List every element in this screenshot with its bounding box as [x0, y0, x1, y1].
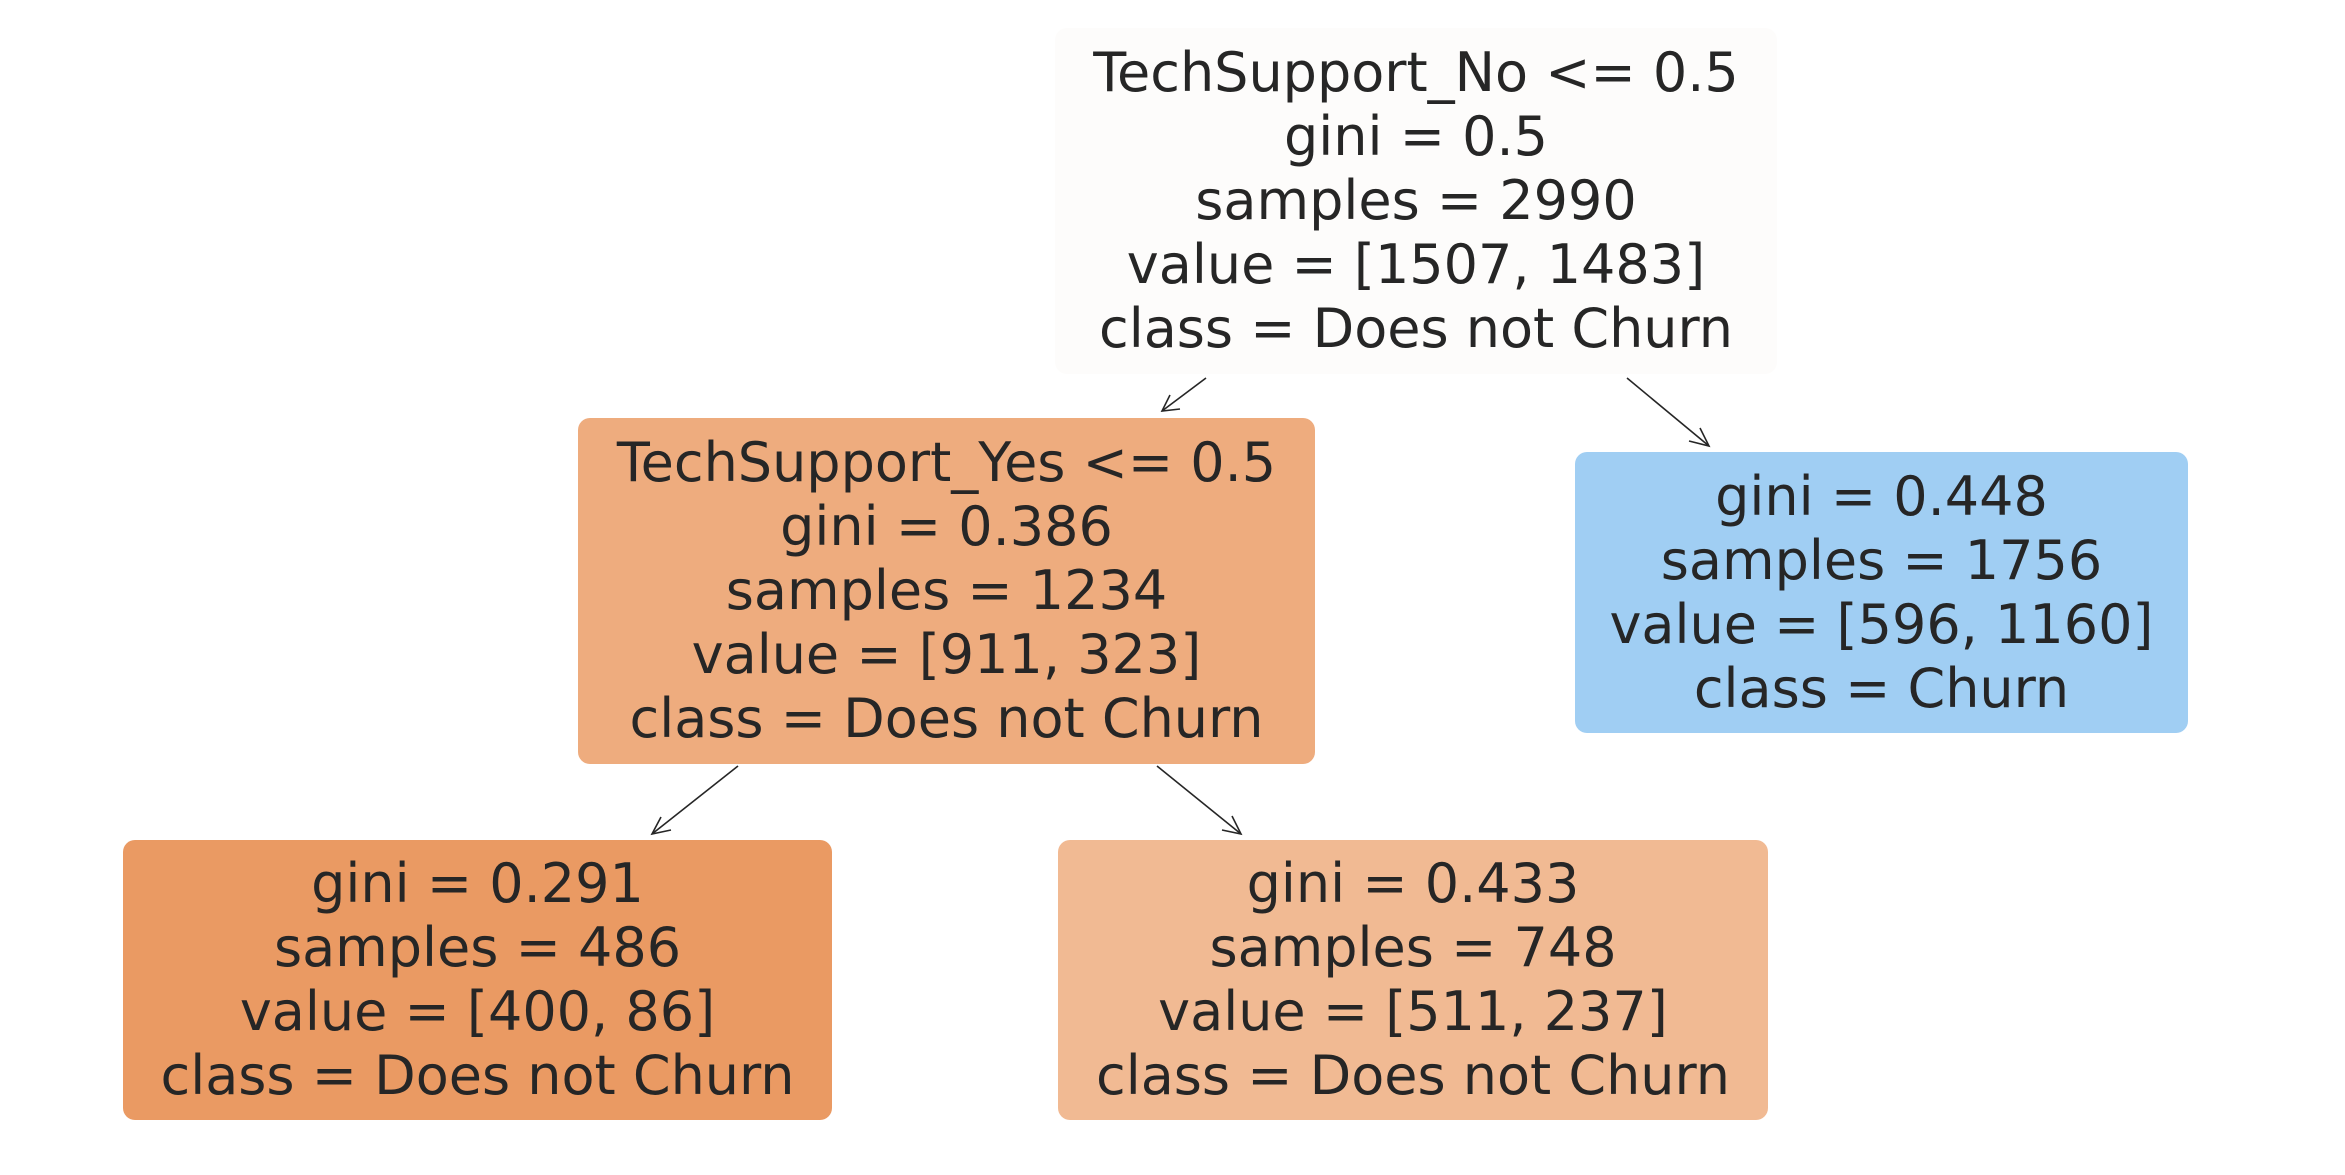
node-class: class = Does not Churn: [629, 687, 1264, 750]
edge-root-to-left: [1160, 377, 1207, 412]
tree-node-left-right-leaf: gini = 0.433 samples = 748 value = [511,…: [1058, 840, 1768, 1120]
tree-node-left-left-leaf: gini = 0.291 samples = 486 value = [400,…: [123, 840, 832, 1120]
node-value: value = [911, 323]: [691, 623, 1202, 686]
node-value: value = [400, 86]: [239, 980, 716, 1043]
edge-root-to-right: [1626, 377, 1711, 448]
node-samples: samples = 2990: [1195, 169, 1637, 232]
node-value: value = [596, 1160]: [1609, 592, 2154, 656]
edge-left-to-left-right: [1156, 765, 1243, 836]
node-value: value = [1507, 1483]: [1126, 233, 1706, 296]
node-samples: samples = 1234: [725, 559, 1168, 622]
node-gini: gini = 0.386: [780, 495, 1113, 558]
node-class: class = Does not Churn: [1096, 1044, 1730, 1107]
edge-left-to-left-left: [650, 765, 739, 836]
node-samples: samples = 486: [273, 916, 682, 979]
node-class: class = Does not Churn: [1099, 297, 1733, 360]
node-gini: gini = 0.291: [311, 852, 644, 915]
node-samples: samples = 748: [1209, 916, 1617, 979]
tree-node-left: TechSupport_Yes <= 0.5 gini = 0.386 samp…: [578, 418, 1315, 764]
tree-node-root: TechSupport_No <= 0.5 gini = 0.5 samples…: [1055, 28, 1777, 374]
node-gini: gini = 0.5: [1284, 105, 1548, 168]
node-split-rule: TechSupport_No <= 0.5: [1093, 41, 1739, 104]
node-class: class = Does not Churn: [160, 1044, 795, 1107]
node-gini: gini = 0.433: [1246, 852, 1580, 915]
tree-node-right-leaf: gini = 0.448 samples = 1756 value = [596…: [1575, 452, 2188, 733]
node-class: class = Churn: [1693, 656, 2070, 720]
node-gini: gini = 0.448: [1715, 464, 2048, 528]
node-value: value = [511, 237]: [1158, 980, 1668, 1043]
node-samples: samples = 1756: [1660, 528, 2103, 592]
node-split-rule: TechSupport_Yes <= 0.5: [616, 431, 1277, 494]
